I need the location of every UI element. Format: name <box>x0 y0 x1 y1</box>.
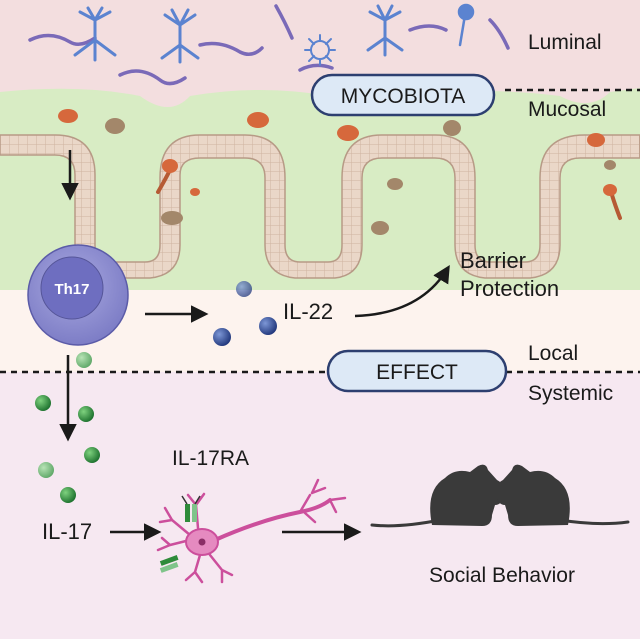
microbe-11 <box>190 188 200 196</box>
il22-molecule-1 <box>236 281 252 297</box>
fungus-1 <box>73 6 117 62</box>
microbe-1 <box>58 109 78 123</box>
hypha-2 <box>118 69 187 86</box>
microbes-group <box>58 109 622 235</box>
epithelium <box>0 134 640 279</box>
il22-label: IL-22 <box>283 299 333 324</box>
microbe-5 <box>443 120 461 136</box>
epithelium-band <box>0 134 640 279</box>
il22-molecule-2 <box>259 317 277 335</box>
arrow-to-barrier <box>354 265 450 318</box>
hypha-3 <box>198 41 264 56</box>
hypha-5 <box>298 63 334 72</box>
mycobiota-pill-box <box>310 73 496 117</box>
il17-molecule-5 <box>38 462 54 478</box>
mouse-left <box>430 464 506 526</box>
th17-nucleus <box>40 256 104 320</box>
effect-pill: EFFECT <box>326 349 508 393</box>
barrier-label-line1: Barrier <box>460 248 526 273</box>
local-label: Local <box>528 342 578 365</box>
mucosal-label: Mucosal <box>528 98 606 121</box>
il17ra-receptor-2 <box>159 555 179 573</box>
microbe-10 <box>604 160 616 170</box>
effect-pill-box <box>326 349 508 393</box>
microbe-9 <box>371 221 389 235</box>
il17-label: IL-17 <box>42 519 92 544</box>
mice-pair <box>370 464 630 528</box>
germ-tube-2 <box>603 184 622 220</box>
fungus-3 <box>366 4 404 57</box>
social-behavior-label: Social Behavior <box>429 564 575 587</box>
il17-molecule-3 <box>78 406 94 422</box>
effect-label: EFFECT <box>376 361 458 384</box>
hypha-7 <box>488 18 510 50</box>
hypha-1 <box>28 33 97 46</box>
fungus-5 <box>304 34 336 66</box>
microbe-8 <box>161 211 183 225</box>
microbe-6 <box>587 133 605 147</box>
fungi-group <box>28 3 510 86</box>
il17-molecule-4 <box>84 447 100 463</box>
il17-molecule-1 <box>76 352 92 368</box>
microbe-4 <box>337 125 359 141</box>
hypha-6 <box>408 24 448 32</box>
fungus-4 <box>457 3 475 47</box>
hypha-4 <box>274 4 294 40</box>
il17ra-label: IL-17RA <box>172 447 249 470</box>
microbe-3 <box>247 112 269 128</box>
luminal-label: Luminal <box>528 31 602 54</box>
neuron-dendrites-right <box>298 478 347 524</box>
barrier-label-line2: Protection <box>460 276 559 301</box>
th17-cell: Th17 <box>27 244 129 346</box>
th17-label: Th17 <box>54 281 89 298</box>
microbe-2 <box>105 118 125 134</box>
fungus-2 <box>160 8 200 64</box>
il17ra-receptor-1 <box>181 495 201 522</box>
neuron-nucleus <box>198 538 206 546</box>
microbe-7 <box>387 178 403 190</box>
il17-molecule-6 <box>60 487 76 503</box>
il22-molecule-3 <box>213 328 231 346</box>
systemic-label: Systemic <box>528 382 613 405</box>
il17-molecule-2 <box>35 395 51 411</box>
mycobiota-pill: MYCOBIOTA <box>310 73 496 117</box>
neuron <box>156 478 347 584</box>
germ-tube-1 <box>156 159 178 194</box>
mouse-right <box>494 464 570 526</box>
mycobiota-label: MYCOBIOTA <box>341 85 465 108</box>
